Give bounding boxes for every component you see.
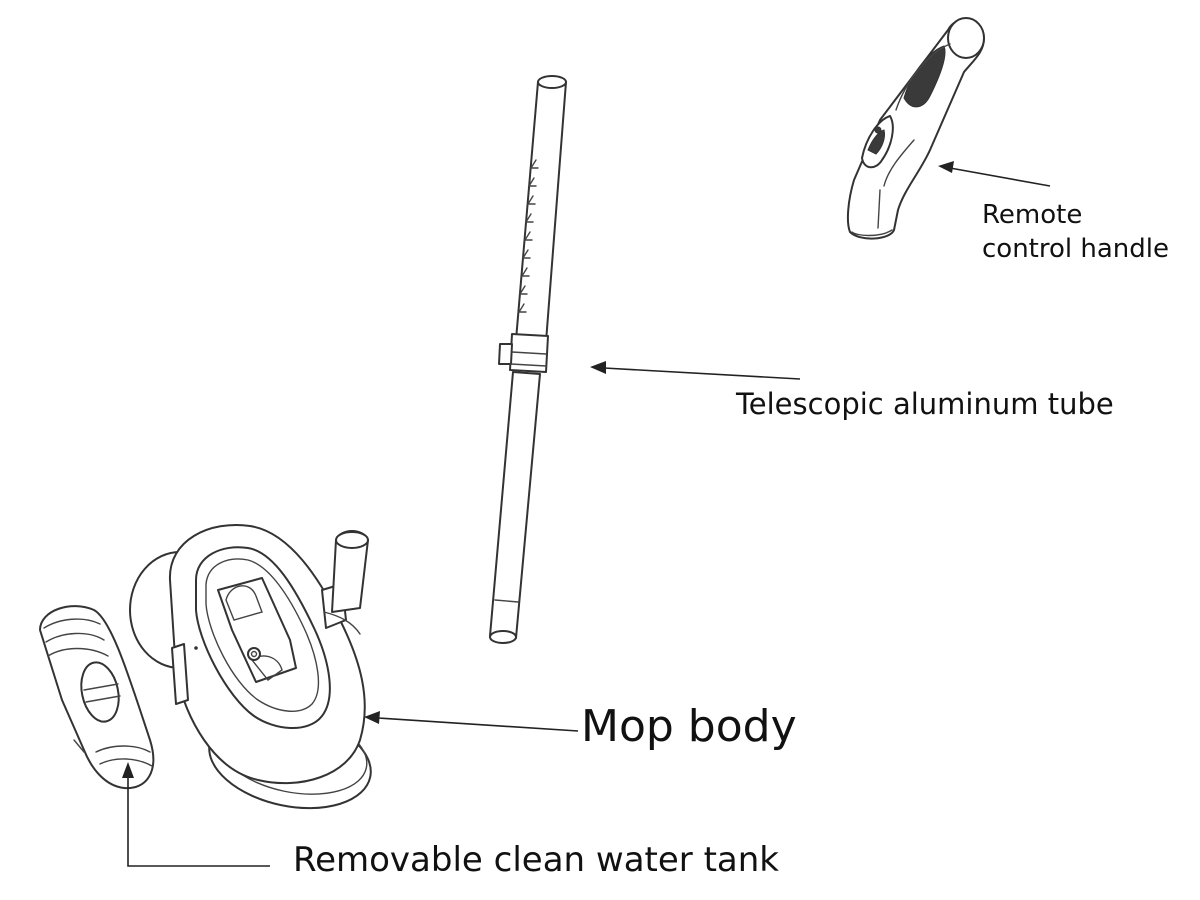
telescopic-tube-drawing [489,75,567,644]
water-tank-drawing [39,605,155,790]
remote-control-handle-label: Remote control handle [982,198,1197,266]
mop-body-label: Mop body [581,701,797,752]
water-tank-label: Removable clean water tank [293,840,779,880]
remote-control-handle-drawing [846,17,985,240]
telescopic-tube-label: Telescopic aluminum tube [736,387,1114,421]
mop-body-drawing [129,524,372,810]
remote-control-handle-label-line1: Remote [982,200,1083,230]
leader-lines [122,161,1051,867]
remote-control-handle-label-line2: control handle [982,234,1170,264]
